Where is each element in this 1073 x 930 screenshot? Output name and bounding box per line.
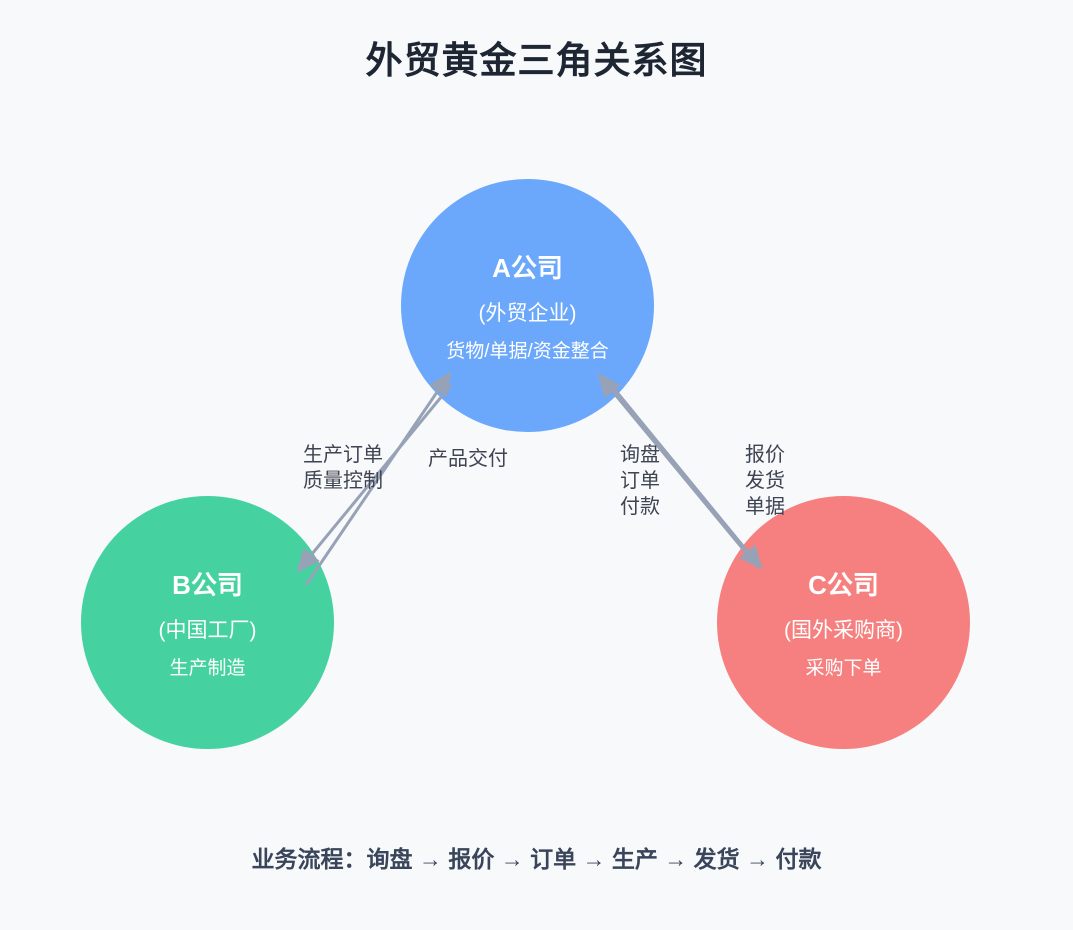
edge-label-a-to-c: 报价 发货 单据 — [745, 444, 785, 518]
node-b: B公司 (中国工厂) 生产制造 — [81, 496, 334, 749]
node-a: A公司 (外贸企业) 货物/单据/资金整合 — [401, 179, 654, 432]
node-b-description: 生产制造 — [169, 658, 246, 679]
edge-label-a-to-b: 生产订单 质量控制 — [303, 444, 383, 492]
edge-label-b-to-a: 产品交付 — [428, 448, 508, 470]
node-a-description: 货物/单据/资金整合 — [446, 341, 609, 362]
node-c-subtitle: (国外采购商) — [784, 619, 903, 642]
node-c: C公司 (国外采购商) 采购下单 — [717, 496, 970, 749]
node-c-description: 采购下单 — [805, 658, 882, 679]
node-a-name: A公司 — [492, 253, 563, 283]
node-b-subtitle: (中国工厂) — [158, 619, 257, 642]
node-a-subtitle: (外贸企业) — [478, 302, 577, 325]
node-b-name: B公司 — [172, 570, 243, 600]
page-title: 外贸黄金三角关系图 — [365, 40, 708, 81]
node-c-name: C公司 — [808, 570, 879, 600]
edge-label-c-to-a: 询盘 订单 付款 — [620, 444, 660, 518]
business-flow-text: 业务流程：询盘 → 报价 → 订单 → 生产 → 发货 → 付款 — [251, 846, 822, 872]
